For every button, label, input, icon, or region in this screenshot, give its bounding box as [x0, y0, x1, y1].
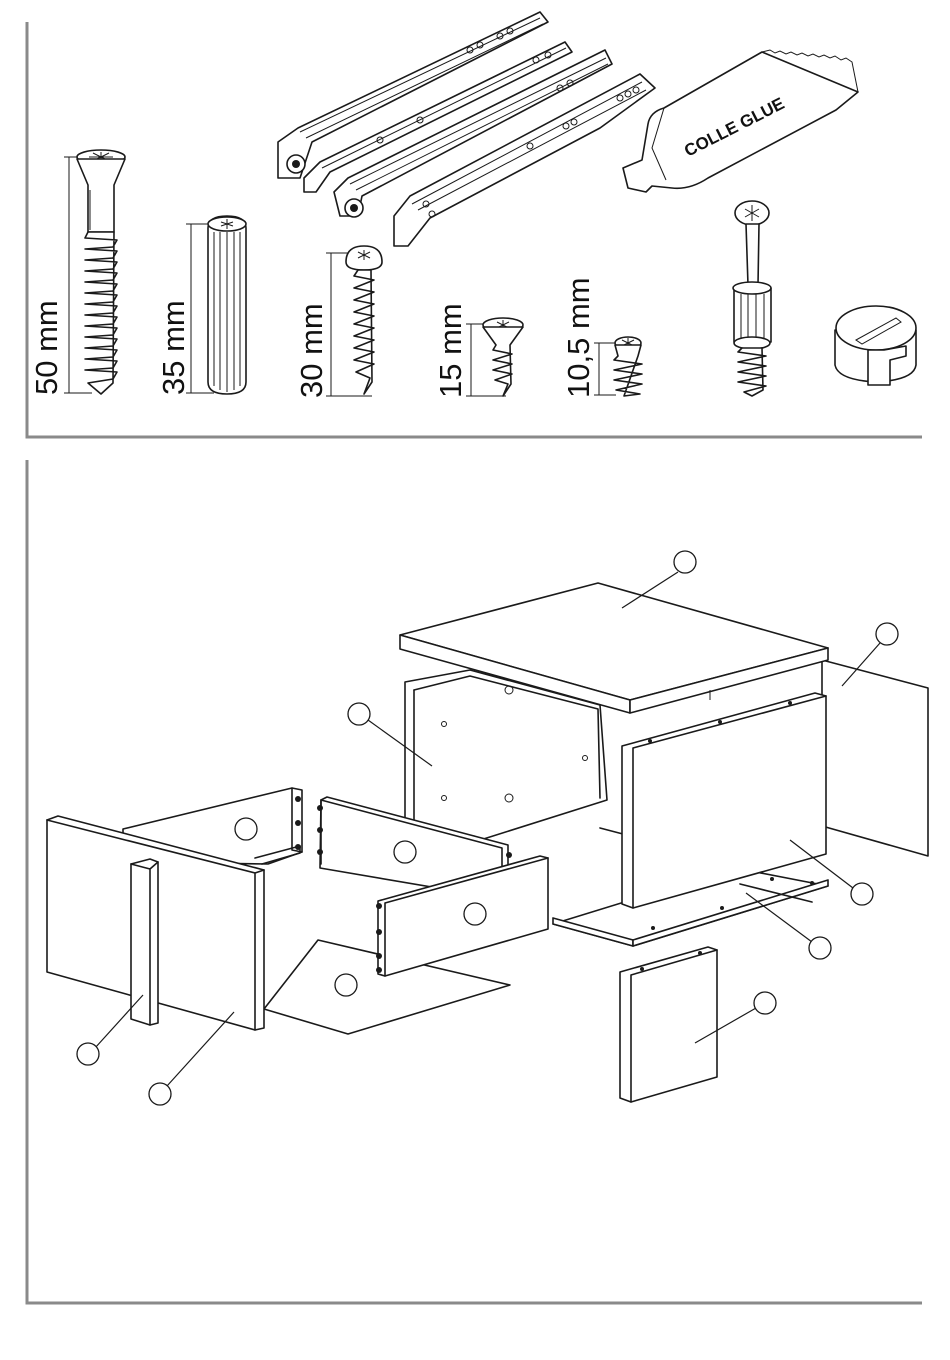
screw-15mm: 15 mm — [433, 303, 523, 398]
cam-bolt — [733, 201, 771, 396]
dowel-35mm-label: 35 mm — [156, 300, 191, 395]
callout-bottom-rail — [746, 893, 831, 959]
cam-lock — [835, 306, 916, 385]
callout-drawer-bottom — [335, 974, 357, 996]
screw-50mm-thread — [85, 232, 117, 394]
callout-drawer-front — [149, 1012, 234, 1105]
callout-drawer-side-right — [464, 903, 486, 925]
callout-drawer-handle — [77, 995, 143, 1065]
screw-15mm-label: 15 mm — [433, 303, 468, 398]
screw-30mm-label: 30 mm — [294, 303, 329, 398]
small-door-panel — [620, 947, 717, 1102]
screw-50mm-label: 50 mm — [29, 300, 64, 395]
screw-10-5mm: 10,5 mm — [561, 277, 642, 398]
drawer-runners — [278, 12, 655, 246]
callout-drawer-back — [235, 818, 257, 840]
screw-50mm: 50 mm — [29, 150, 125, 395]
glue-tube: COLLE GLUE — [623, 50, 858, 192]
callout-drawer-side-left — [394, 841, 416, 863]
front-divider-panel — [622, 693, 826, 908]
right-side-panel — [822, 660, 928, 856]
dowel-35mm: 35 mm — [156, 216, 246, 395]
callout-front-divider-panel — [790, 840, 873, 905]
drawer-handle — [131, 859, 158, 1025]
screw-30mm: 30 mm — [294, 246, 382, 398]
screw-10-5mm-label: 10,5 mm — [561, 277, 596, 398]
